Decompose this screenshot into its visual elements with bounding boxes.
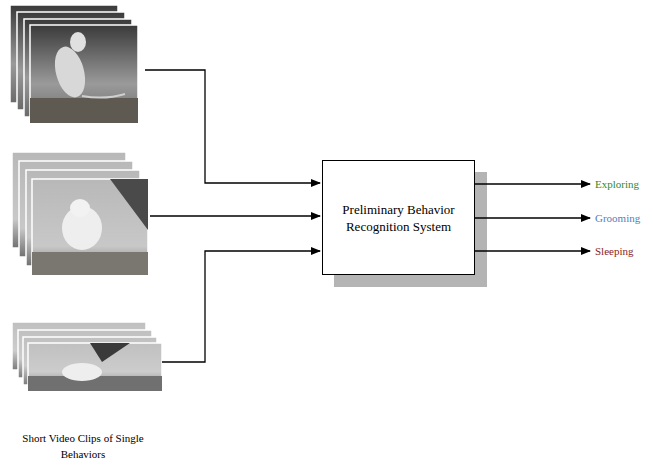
box-label: Preliminary Behavior Recognition System [335,201,462,235]
process-box: Preliminary Behavior Recognition System [322,160,475,275]
output-label: Grooming [595,211,640,225]
video-clip-stack [12,152,148,275]
output-label: Sleeping [595,244,634,258]
output-label: Exploring [595,177,639,191]
video-clip-stack [12,322,162,391]
input-arrows [145,70,320,362]
output-arrows [475,184,590,251]
video-clip-stack [10,5,138,123]
clip-caption: Short Video Clips of Single Behaviors [12,430,154,462]
